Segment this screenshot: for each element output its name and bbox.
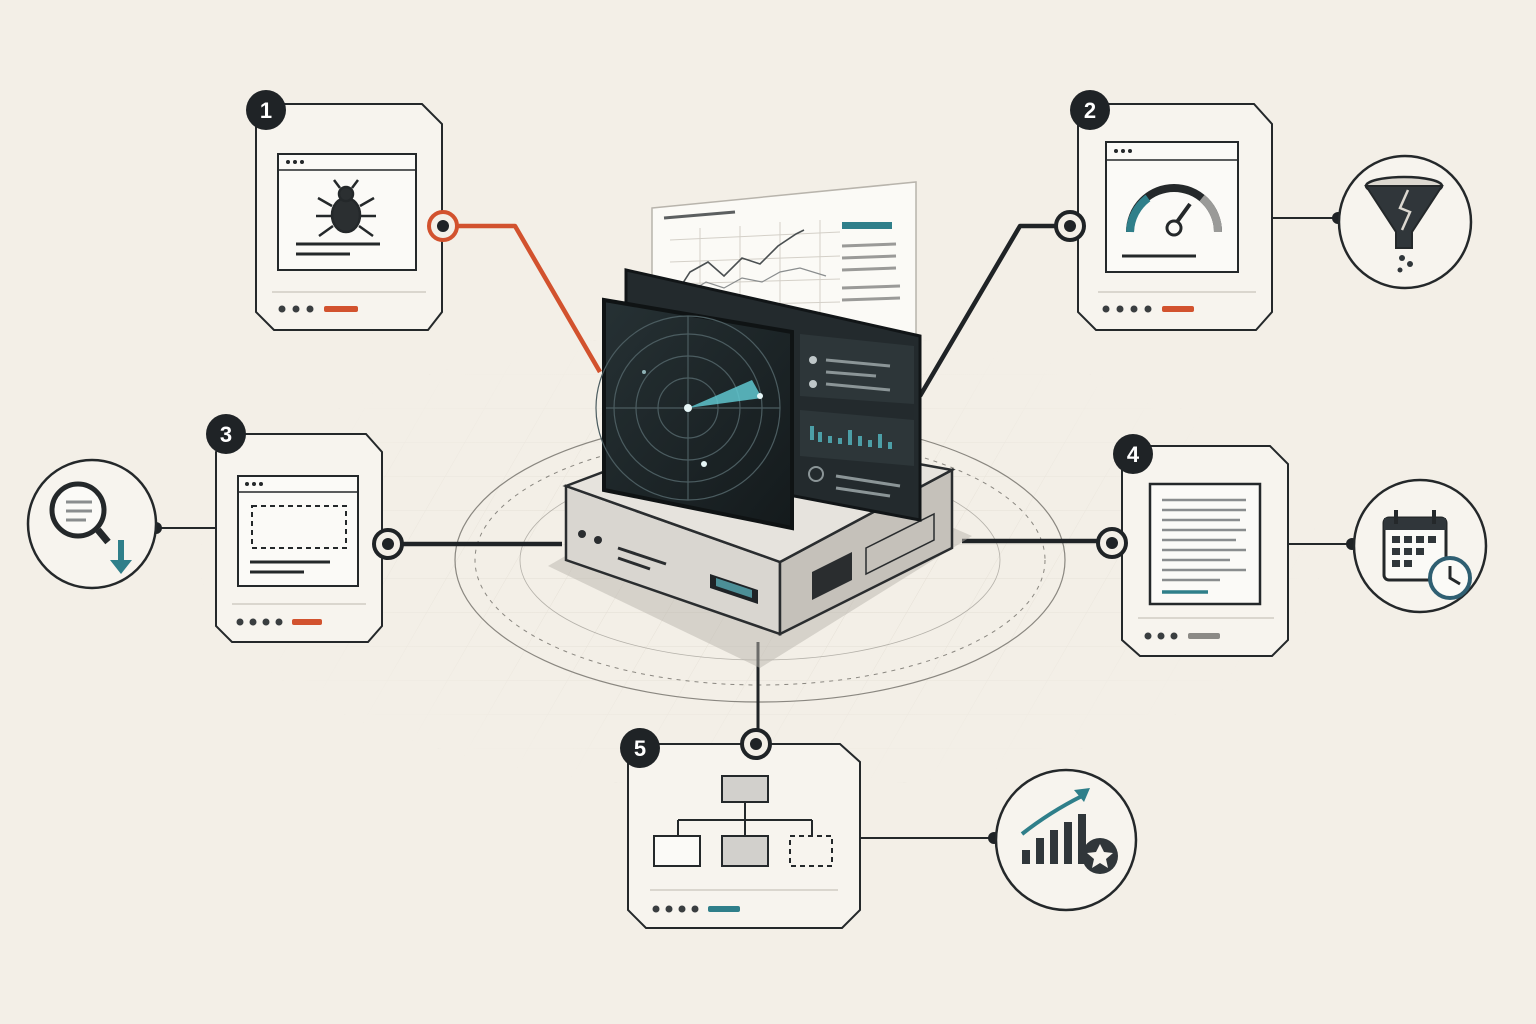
step-2-card: 2 (1054, 90, 1273, 331)
step-3-card: 3 (206, 414, 404, 643)
step-2-number: 2 (1084, 98, 1096, 123)
step-4-number: 4 (1127, 442, 1140, 467)
step-5-status-indicator (708, 906, 740, 912)
step-1-badge (246, 90, 286, 130)
step-1-card: 1 (246, 90, 459, 331)
hierarchy-icon (653, 775, 833, 867)
speedometer-icon (1126, 184, 1223, 237)
placeholder-box-icon (251, 505, 347, 549)
connector-lines (401, 223, 1100, 731)
leaky-funnel-icon (1364, 175, 1444, 273)
document-icon (1162, 498, 1246, 582)
step-4-badge (1113, 434, 1153, 474)
connector-step-2 (918, 223, 1060, 398)
step-2-badge (1070, 90, 1110, 130)
step-1-number: 1 (260, 98, 272, 123)
step-5-card: 5 (620, 728, 861, 929)
step-2-status-indicator (1162, 306, 1194, 312)
step-4-side-link (1288, 478, 1488, 614)
step-3-side-link (26, 458, 216, 590)
connector-step-1 (452, 223, 602, 374)
step-4-card: 4 (1096, 434, 1289, 657)
search-download-icon (49, 481, 132, 574)
step-3-badge (206, 414, 246, 454)
calendar-clock-icon (1382, 510, 1472, 600)
step-5-number: 5 (634, 736, 646, 761)
step-3-status-indicator (292, 619, 322, 625)
step-2-side-link (1272, 154, 1473, 290)
growth-star-icon (1020, 788, 1118, 874)
step-5-side-link (860, 768, 1138, 912)
step-5-badge (620, 728, 660, 768)
step-1-status-indicator (324, 306, 358, 312)
radar-screen (595, 297, 794, 531)
bug-icon (316, 179, 376, 238)
step-3-number: 3 (220, 422, 232, 447)
step-4-status-indicator (1188, 633, 1220, 639)
